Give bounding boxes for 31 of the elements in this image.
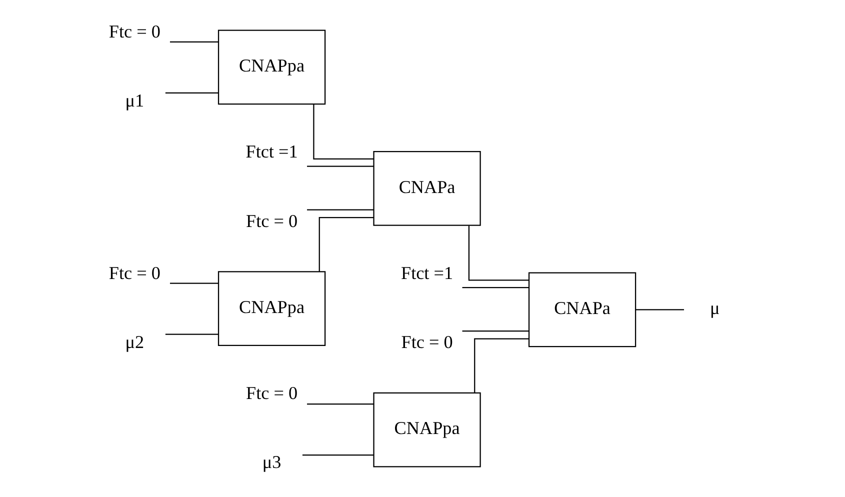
- connector: [307, 166, 374, 167]
- connector: [302, 454, 374, 456]
- connector: [636, 309, 684, 310]
- connector: [468, 226, 529, 281]
- node-text: Ftct =1: [401, 262, 454, 283]
- connector: [313, 104, 374, 160]
- node-box: CNAPpa: [218, 271, 326, 346]
- connector: [165, 334, 218, 335]
- node-text: Ftc = 0: [401, 332, 453, 352]
- connector: [462, 287, 529, 288]
- node-text: Ftc = 0: [246, 382, 298, 403]
- connector: [170, 41, 218, 43]
- node-text: μ2: [125, 332, 144, 352]
- node-text: Ftc = 0: [108, 21, 160, 42]
- connector: [462, 330, 529, 332]
- connector: [307, 403, 374, 405]
- connector: [307, 209, 374, 210]
- node-box: CNAPpa: [373, 392, 481, 468]
- connector: [165, 92, 218, 94]
- node-box: CNAPa: [528, 272, 636, 348]
- connector: [318, 216, 374, 272]
- node-box: CNAPa: [373, 151, 481, 226]
- node-text: μ: [710, 298, 720, 318]
- node-text: μ1: [125, 90, 144, 111]
- node-text: Ftc = 0: [246, 210, 298, 231]
- connector: [170, 282, 218, 284]
- node-text: μ3: [262, 452, 282, 472]
- node-text: Ftct =1: [246, 142, 298, 162]
- connector: [474, 338, 529, 393]
- node-box: CNAPpa: [218, 30, 326, 105]
- node-text: Ftc = 0: [108, 262, 160, 283]
